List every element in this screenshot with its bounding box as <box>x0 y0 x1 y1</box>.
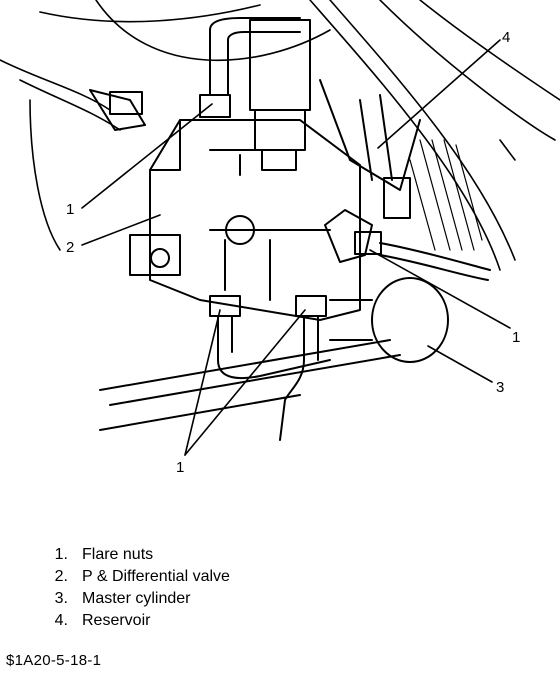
legend-item: 3. Master cylinder <box>36 588 230 610</box>
valve-body <box>129 119 361 321</box>
legend-number: 1. <box>54 546 68 563</box>
legend-item: 1. Flare nuts <box>36 544 230 566</box>
callout-valve: 2 <box>66 239 74 256</box>
master-cylinder <box>329 277 449 363</box>
bottom-fittings <box>99 295 401 441</box>
legend-number: 2. <box>54 568 68 585</box>
reservoir <box>319 79 421 219</box>
legend-item: 4. Reservoir <box>36 610 230 632</box>
background-lines <box>0 0 560 271</box>
legend-text: Master cylinder <box>82 590 191 607</box>
legend-text: Flare nuts <box>82 546 154 563</box>
brake-valve-illustration: 1 2 4 1 3 1 <box>0 0 560 476</box>
figure-id: $1A20-5-18-1 <box>6 652 102 669</box>
legend-number: 4. <box>54 612 68 629</box>
callout-flare-nuts-right: 1 <box>512 329 520 346</box>
legend-number: 3. <box>54 590 68 607</box>
top-fittings <box>89 17 311 171</box>
callout-master-cylinder: 3 <box>496 379 504 396</box>
hatched-area <box>409 139 483 251</box>
callout-flare-nuts-top: 1 <box>66 201 74 218</box>
right-fitting <box>324 209 491 281</box>
legend-text: Reservoir <box>82 612 151 629</box>
leader-lines <box>81 39 511 456</box>
callout-flare-nuts-bottom: 1 <box>176 459 184 476</box>
legend-item: 2. P & Differential valve <box>36 566 230 588</box>
legend: 1. Flare nuts 2. P & Differential valve … <box>36 544 230 632</box>
legend-text: P & Differential valve <box>82 568 230 585</box>
callout-reservoir: 4 <box>502 29 510 46</box>
